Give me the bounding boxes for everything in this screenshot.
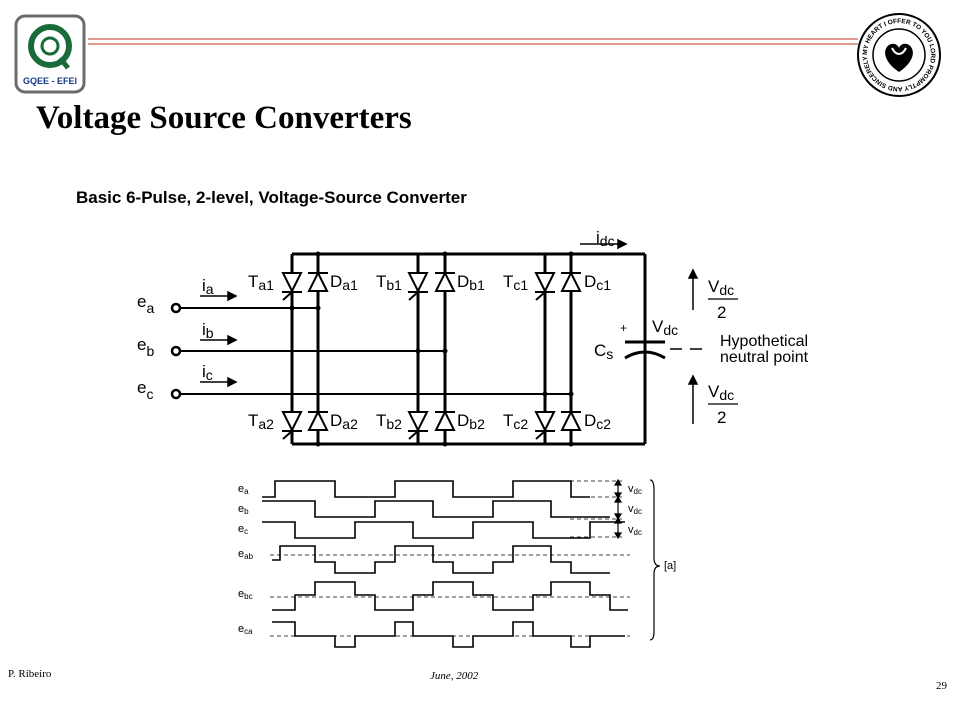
wave-label-ec: ec <box>238 523 248 536</box>
thyristor-tb2 <box>407 411 429 440</box>
diode-db2 <box>434 409 456 431</box>
thyristor-ta2 <box>281 411 303 440</box>
label-half-bottom: 2 <box>717 408 726 427</box>
terminals <box>170 302 182 400</box>
label-ta1: Ta1 <box>248 272 274 293</box>
diode-dc1 <box>560 270 582 292</box>
junction-dots <box>289 251 574 447</box>
wave-eb <box>262 500 610 518</box>
gqee-efei-logo: GQEE - EFEI <box>14 14 86 94</box>
label-ec: ec <box>137 378 153 402</box>
wave-eab <box>272 545 610 574</box>
wave-label-ea: ea <box>238 483 249 496</box>
wave-ebc <box>272 581 628 611</box>
label-half-top: 2 <box>717 303 726 322</box>
label-ia: ia <box>202 276 214 297</box>
diagram-subtitle: Basic 6-Pulse, 2-level, Voltage-Source C… <box>76 188 467 207</box>
label-idc: idc <box>596 228 615 249</box>
wave-label-eab: eab <box>238 548 254 561</box>
waveforms <box>262 480 628 648</box>
current-arrows <box>200 238 699 424</box>
header-divider <box>88 38 858 45</box>
label-db2: Db2 <box>457 411 485 432</box>
vdc-mark-2: vdc <box>628 503 642 516</box>
label-da2: Da2 <box>330 411 358 432</box>
label-ib: ib <box>202 320 214 341</box>
wave-ea <box>262 480 590 498</box>
label-eb: eb <box>137 335 154 359</box>
label-dc1: Dc1 <box>584 272 611 293</box>
thyristor-ta1 <box>281 272 303 301</box>
footer-author: P. Ribeiro <box>8 668 52 680</box>
diode-db1 <box>434 270 456 292</box>
diode-da2 <box>307 409 329 431</box>
label-vdc-half-bottom: Vdc <box>708 382 734 403</box>
diode-dc2 <box>560 409 582 431</box>
label-tc1: Tc1 <box>503 272 528 293</box>
capacitor <box>624 254 666 444</box>
label-ic: ic <box>202 362 213 383</box>
wave-label-eb: eb <box>238 503 249 516</box>
label-cs: Cs <box>594 341 613 362</box>
label-tc2: Tc2 <box>503 411 528 432</box>
label-dc2: Dc2 <box>584 411 611 432</box>
page-number: 29 <box>936 680 947 692</box>
waveform-baselines <box>270 480 630 637</box>
seal-logo: MY HEART I OFFER TO YOU LORD PROMPTLY AN… <box>857 13 941 97</box>
phase-lines <box>180 307 571 395</box>
vdc-arrows <box>613 478 623 540</box>
label-da1: Da1 <box>330 272 358 293</box>
label-neutral-2: neutral point <box>720 349 809 366</box>
brace-label: [a] <box>664 560 676 572</box>
diode-da1 <box>307 270 329 292</box>
thyristor-tb1 <box>407 272 429 301</box>
upper-devices <box>281 270 582 301</box>
thyristor-tc2 <box>534 411 556 440</box>
wave-ec <box>262 521 625 539</box>
logo-left-text: GQEE - EFEI <box>23 76 77 86</box>
label-ta2: Ta2 <box>248 411 274 432</box>
label-vdc-half-top: Vdc <box>708 277 734 298</box>
label-db1: Db1 <box>457 272 485 293</box>
vdc-mark-3: vdc <box>628 524 642 537</box>
page-title: Voltage Source Converters <box>36 100 412 136</box>
label-plus: + <box>620 321 627 335</box>
thyristor-tc1 <box>534 272 556 301</box>
wave-label-eca: eca <box>238 623 253 636</box>
wave-eca <box>272 621 625 648</box>
label-neutral-1: Hypothetical <box>720 333 808 350</box>
fraction-bars <box>708 298 738 405</box>
footer-date: June, 2002 <box>430 670 479 682</box>
lower-devices <box>281 409 582 440</box>
vdc-mark-1: vdc <box>628 483 642 496</box>
label-vdc: Vdc <box>652 317 678 338</box>
label-tb1: Tb1 <box>376 272 402 293</box>
waveform-brace <box>649 479 661 641</box>
wave-label-ebc: ebc <box>238 588 253 601</box>
label-ea: ea <box>137 292 154 316</box>
label-tb2: Tb2 <box>376 411 402 432</box>
